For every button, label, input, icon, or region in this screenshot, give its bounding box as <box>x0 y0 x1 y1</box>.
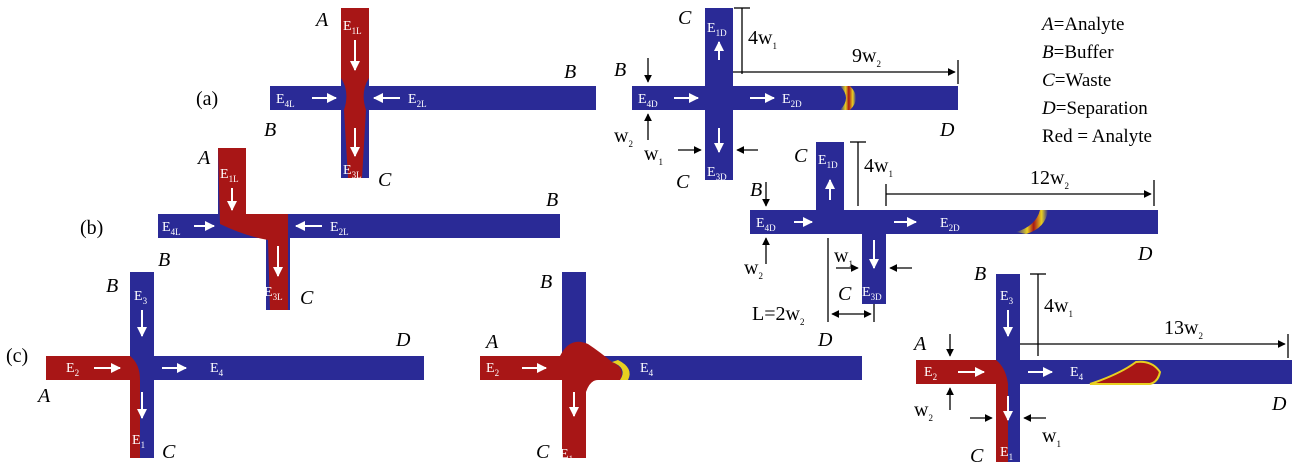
label-e3l: E3L <box>264 285 283 302</box>
legend-item-d: D=Separation <box>1041 98 1148 119</box>
port-b: B <box>974 263 986 285</box>
port-c-top: C <box>794 145 808 167</box>
port-b: B <box>540 271 552 293</box>
label-e2l: E2L <box>408 92 427 109</box>
label-e3d: E3D <box>862 285 882 302</box>
panel-label-c: (c) <box>6 345 28 367</box>
label-e2: E2 <box>486 361 499 378</box>
label-e1d: E1D <box>818 153 838 170</box>
analyte-band <box>1089 360 1162 385</box>
label-e1: E1 <box>1000 445 1013 462</box>
analyte-plug <box>218 148 288 310</box>
panel-c-chip-2: E2 E4 E1 B A D C <box>480 271 862 464</box>
label-e2d: E2D <box>782 92 802 109</box>
dim-4w1-label: 4w1 <box>864 155 893 179</box>
dim-12w2-label: 12w2 <box>1030 167 1069 191</box>
legend-item-c: C=Waste <box>1042 70 1111 91</box>
port-b: B <box>750 179 762 201</box>
legend-item-a: A=Analyte <box>1040 14 1124 35</box>
label-e3: E3 <box>134 289 148 306</box>
panel-a-loading-chip: E1L E4L E2L E3L A B B C (a) <box>196 8 596 191</box>
panel-c-chip-3: E3 E2 E4 E1 B A D C 4w1 13w2 w2 w1 <box>912 263 1292 467</box>
port-a: A <box>912 333 927 355</box>
analyte-band <box>1016 210 1048 234</box>
label-e3d: E3D <box>707 165 727 182</box>
analyte-plug <box>341 8 369 178</box>
label-e3l: E3L <box>343 163 362 180</box>
dim-13w2-label: 13w2 <box>1164 317 1203 341</box>
port-b-left: B <box>264 119 276 141</box>
dim-L-label: L=2w2 <box>752 303 804 327</box>
label-e3: E3 <box>1000 289 1014 306</box>
dim-4w1-label: 4w1 <box>748 27 777 51</box>
label-e1l: E1L <box>220 167 239 184</box>
label-e2d: E2D <box>940 216 960 233</box>
panel-a-dispense-chip: E1D E4D E2D E3D C B D C 4w1 9w2 w2 w1 <box>614 7 959 193</box>
label-e4d: E4D <box>638 92 658 109</box>
port-b-right: B <box>546 189 558 211</box>
panel-label-a: (a) <box>196 88 218 110</box>
label-e4: E4 <box>640 361 654 378</box>
port-a: A <box>484 331 499 353</box>
port-b: B <box>614 59 626 81</box>
port-d: D <box>817 329 833 351</box>
port-b-left: B <box>158 249 170 271</box>
port-c: C <box>970 445 984 467</box>
analyte-front <box>612 360 630 380</box>
dim-w2-label: w2 <box>914 399 933 423</box>
port-c-top: C <box>678 7 692 29</box>
channel-vertical-top <box>816 142 844 214</box>
label-e2l: E2L <box>330 220 349 237</box>
label-e4l: E4L <box>162 220 181 237</box>
dim-w1-label: w1 <box>1042 425 1061 449</box>
dim-9w2-label: 9w2 <box>852 45 881 69</box>
port-b: B <box>106 275 118 297</box>
port-a: A <box>36 385 51 407</box>
panel-label-b: (b) <box>80 217 103 239</box>
panel-b-dispense-chip: E1D E4D E2D E3D C B D C 4w1 12w2 w2 w1 L… <box>744 141 1158 327</box>
port-b-right: B <box>564 61 576 83</box>
label-e1l: E1L <box>343 19 362 36</box>
port-c-bottom: C <box>676 171 690 193</box>
dim-w1-label: w1 <box>834 245 853 269</box>
analyte-band <box>840 86 856 110</box>
port-a: A <box>314 9 329 31</box>
port-d: D <box>1137 243 1153 265</box>
label-e4d: E4D <box>756 216 776 233</box>
dim-w2-label: w2 <box>744 257 763 281</box>
label-e4l: E4L <box>276 92 295 109</box>
label-e4: E4 <box>1070 365 1084 382</box>
panel-c-chip-1: E3 E2 E4 E1 B D A C (c) <box>6 272 424 463</box>
label-e2: E2 <box>924 365 937 382</box>
label-e1: E1 <box>132 433 145 450</box>
dim-w1-label: w1 <box>644 143 663 167</box>
legend-item-red: Red = Analyte <box>1042 126 1152 147</box>
analyte-spread <box>480 341 622 458</box>
label-e4: E4 <box>210 361 224 378</box>
port-d: D <box>395 329 411 351</box>
dim-4w1-label: 4w1 <box>1044 295 1073 319</box>
port-d: D <box>1271 393 1287 415</box>
legend: A=Analyte B=Buffer C=Waste D=Separation … <box>1040 14 1152 147</box>
analyte-stream <box>46 356 140 458</box>
port-c: C <box>378 169 392 191</box>
port-d: D <box>939 119 955 141</box>
panel-b-loading-chip: E1L E4L E2L E3L A B B C (b) <box>80 147 560 310</box>
port-c-bottom: C <box>838 283 852 305</box>
label-e2: E2 <box>66 361 79 378</box>
label-e1d: E1D <box>707 21 727 38</box>
analyte-stream <box>916 360 1008 462</box>
dim-w2-label: w2 <box>614 125 633 149</box>
port-c: C <box>536 441 550 463</box>
port-c: C <box>162 441 176 463</box>
label-e1: E1 <box>560 447 573 464</box>
port-a: A <box>196 147 211 169</box>
legend-item-b: B=Buffer <box>1042 42 1114 63</box>
port-c: C <box>300 287 314 309</box>
